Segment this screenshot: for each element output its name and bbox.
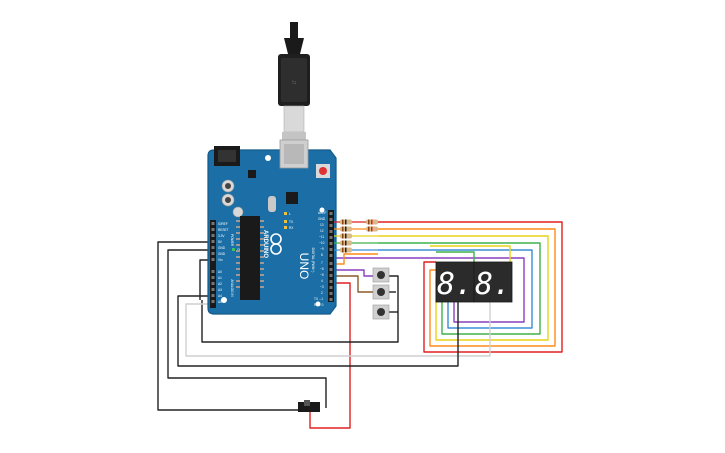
power-group-label-wrap: POWER	[230, 234, 234, 247]
seven-segment-display-right[interactable]: 8.	[473, 261, 513, 303]
wire-brown-button[interactable]	[330, 275, 374, 293]
pin-label-a1: A1	[218, 276, 222, 280]
led-label-tx: TX	[289, 220, 294, 224]
digital-header-pins	[329, 212, 333, 301]
wire-green-display[interactable]	[436, 251, 475, 262]
resistor-5[interactable]	[334, 247, 378, 253]
wire-black-left-outer[interactable]	[157, 241, 300, 411]
wire-green-loop[interactable]	[378, 242, 541, 335]
resistors	[334, 219, 378, 253]
pushbuttons	[372, 267, 390, 320]
pin-label-11: ~11	[319, 235, 324, 239]
wire-red-loop[interactable]	[378, 221, 563, 353]
led-l	[284, 212, 287, 215]
analog-group-label-wrap: ANALOG IN	[230, 279, 234, 297]
power-header-pins	[211, 222, 215, 303]
led-on	[232, 248, 235, 251]
pin-label-gnd: GND	[318, 217, 326, 221]
pin-label-10: ~10	[319, 241, 325, 245]
pin-label-a2: A2	[218, 282, 222, 286]
wire-white[interactable]	[185, 300, 491, 357]
usb-cable[interactable]: ⇆	[278, 22, 310, 140]
pin-label-aref: AREF	[318, 211, 327, 215]
mount-hole-4	[315, 301, 321, 307]
wire-yellow-display[interactable]	[430, 245, 511, 262]
pushbutton-1[interactable]	[372, 267, 390, 283]
pin-label-13: 13	[320, 223, 324, 227]
power-group-label: POWER	[230, 234, 234, 247]
arduino-logo: ARDUINO	[262, 230, 282, 258]
pin-label-5: ~5	[320, 273, 324, 277]
pin-label-vin: Vin	[218, 258, 223, 262]
led-label-rx: RX	[289, 226, 294, 230]
atmega-chip	[240, 216, 260, 300]
pin-label-a4: A4	[218, 294, 222, 298]
pin-label-a0: A0	[218, 270, 222, 274]
crystal	[268, 196, 276, 212]
wire-purple-loop[interactable]	[330, 257, 525, 323]
led-label-l: L	[289, 212, 291, 216]
right-digit-text: 8.	[475, 267, 511, 302]
pin-label-tx: TX→1	[314, 297, 323, 301]
pushbutton-3[interactable]	[372, 304, 390, 320]
mount-hole-1	[265, 155, 271, 161]
usb-icon: ⇆	[291, 79, 296, 86]
pushbutton-2[interactable]	[372, 284, 390, 300]
resistor-2[interactable]	[334, 226, 378, 232]
pin-label-3: ~3	[320, 285, 324, 289]
regulator-ic	[248, 170, 256, 178]
resistor-3[interactable]	[334, 233, 378, 239]
analog-group-label: ANALOG IN	[230, 279, 234, 297]
pin-label-ioref: IOREF	[218, 222, 228, 226]
pin-label-9: ~9	[320, 247, 324, 251]
resistor-1[interactable]	[334, 219, 378, 225]
wire-orange-loop[interactable]	[378, 228, 556, 347]
usb-chip	[286, 192, 298, 204]
wire-orange-short[interactable]	[330, 253, 378, 265]
pin-label-3v3: 3.3V	[218, 234, 225, 238]
digital-group-label: DIGITAL (PWM~)	[311, 248, 315, 273]
brand-text: ARDUINO	[262, 230, 268, 258]
resistor-4[interactable]	[334, 240, 378, 246]
mount-hole-3	[319, 207, 325, 213]
pin-label-gnd-2: GND	[218, 252, 226, 256]
pin-label-5v: 5V	[218, 240, 223, 244]
wires	[157, 221, 563, 429]
led-rx	[284, 226, 287, 229]
left-digit-text: 8.	[437, 267, 473, 302]
pin-label-6: ~6	[320, 267, 324, 271]
capacitor-3	[232, 206, 244, 218]
slide-switch[interactable]	[298, 400, 320, 412]
led-tx	[284, 220, 287, 223]
arduino-uno-board[interactable]: L TX RX ON ARDUINO UNO	[207, 139, 337, 315]
wire-red-button[interactable]	[309, 282, 351, 429]
wire-black-button-1[interactable]	[201, 275, 399, 343]
wire-blue-loop[interactable]	[378, 249, 533, 329]
model-label-group: UNO	[297, 253, 311, 280]
wire-black-display[interactable]	[177, 295, 459, 367]
power-header	[210, 220, 216, 308]
atmega-pins	[236, 220, 264, 288]
model-text: UNO	[297, 253, 311, 280]
digital-group-label-wrap: DIGITAL (PWM~)	[311, 248, 315, 273]
mount-hole-2	[221, 297, 227, 303]
pin-label-gnd-1: GND	[218, 246, 226, 250]
pin-label-8: 8	[321, 253, 323, 257]
power-pin-labels: IOREF RESET 3.3V 5V GND GND Vin A0 A1 A2…	[218, 222, 229, 304]
pin-label-a5: A5	[218, 300, 222, 304]
wire-black-left-inner[interactable]	[167, 249, 327, 408]
pin-label-a3: A3	[218, 288, 222, 292]
seven-segment-display-left[interactable]: 8.	[435, 261, 475, 303]
pin-label-2: 2	[321, 291, 323, 295]
pin-label-reset: RESET	[218, 228, 229, 232]
pin-label-7: 7	[321, 261, 323, 265]
wire-purple-button[interactable]	[330, 269, 374, 277]
pin-label-12: 12	[320, 229, 324, 233]
pin-label-4: 4	[321, 279, 323, 283]
